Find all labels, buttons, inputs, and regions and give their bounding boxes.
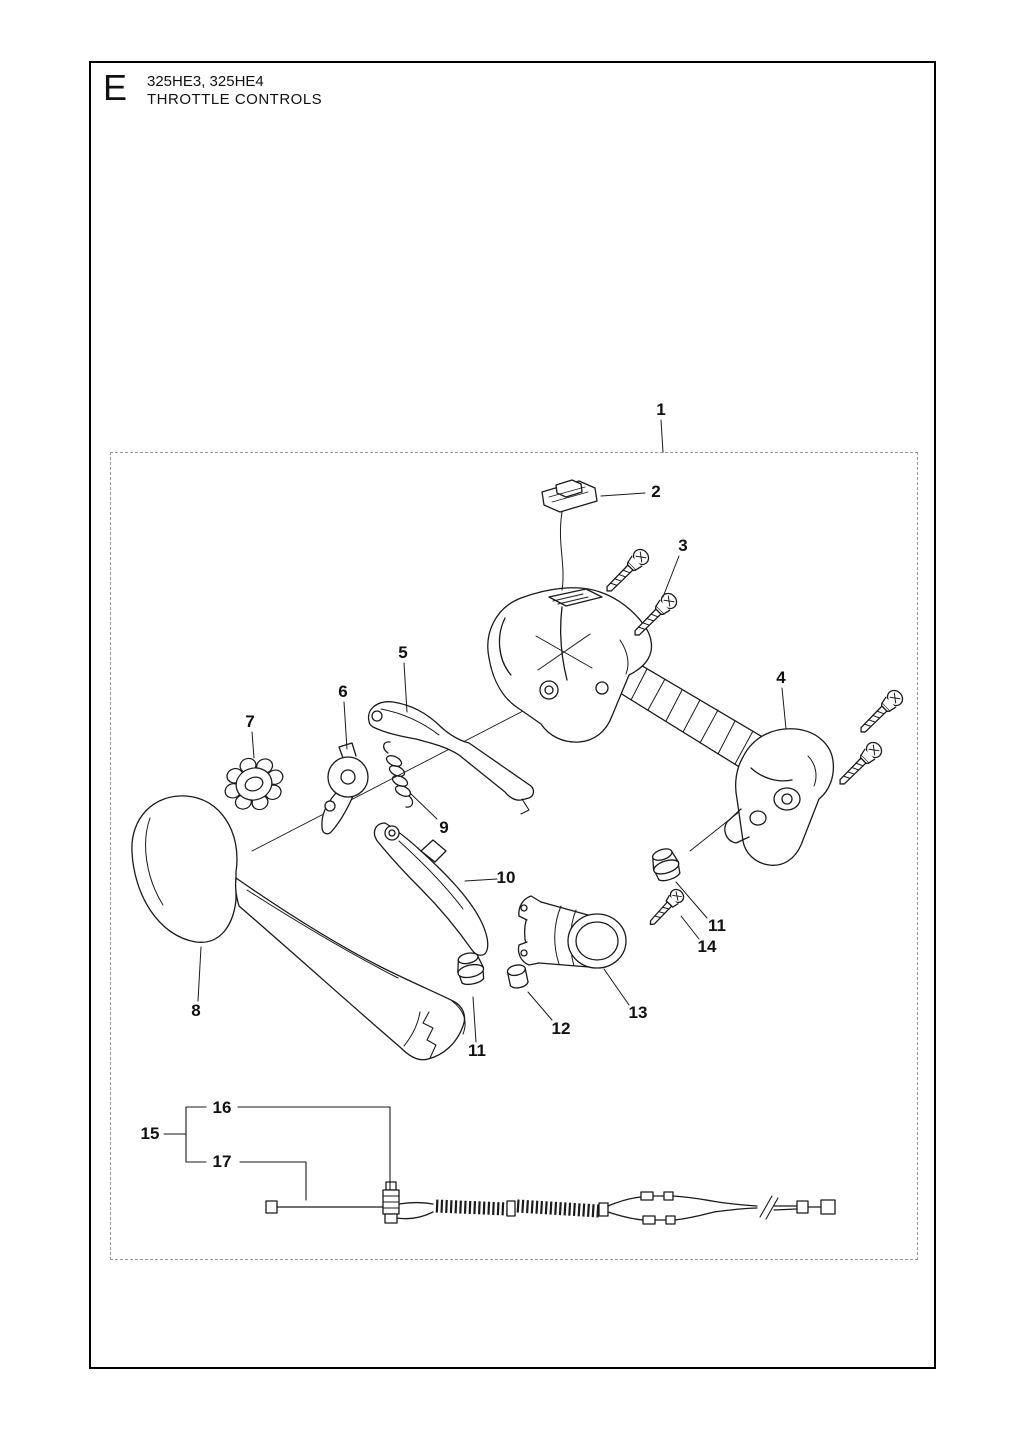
model-numbers: 325HE3, 325HE4 — [147, 73, 264, 90]
callout-7: 7 — [245, 712, 255, 731]
callout-bracket-lines — [163, 1106, 391, 1201]
callout-16: 16 — [212, 1098, 232, 1117]
callout-6: 6 — [338, 682, 348, 701]
part-throttle-cable — [265, 1181, 836, 1225]
callout-5: 5 — [398, 643, 408, 662]
part-stop-switch — [541, 479, 598, 591]
callout-13: 13 — [628, 1003, 648, 1022]
callout-15: 15 — [140, 1124, 160, 1143]
part-spring — [383, 741, 414, 808]
callout-3: 3 — [678, 536, 688, 555]
part-cap-upper — [652, 848, 681, 882]
callout-12: 12 — [551, 1019, 571, 1038]
part-throttle-trigger — [373, 822, 489, 956]
callout-14: 14 — [697, 937, 717, 956]
callout-4: 4 — [776, 668, 786, 687]
part-upper-housing — [487, 587, 653, 743]
callout-17: 17 — [212, 1152, 232, 1171]
callout-11: 11 — [708, 916, 726, 935]
page-title: THROTTLE CONTROLS — [147, 91, 323, 108]
page-border-frame — [89, 61, 936, 1369]
callout-8: 8 — [191, 1001, 201, 1020]
callout-leader-lines — [197, 419, 787, 1043]
part-star-knob — [224, 757, 284, 811]
part-handle-grip — [131, 795, 466, 1061]
part-cap-lower — [457, 952, 485, 985]
callout-2: 2 — [651, 482, 661, 501]
part-trigger-pivot — [321, 742, 369, 835]
callout-1: 1 — [656, 400, 666, 419]
diagram-boundary — [110, 452, 918, 1260]
section-letter: E — [103, 67, 128, 108]
part-cable-clamp — [517, 895, 627, 969]
callout-10: 10 — [496, 868, 516, 887]
part-lower-housing — [724, 728, 835, 866]
part-bushing — [506, 964, 529, 989]
callout-11: 11 — [468, 1041, 486, 1060]
part-throttle-lockout — [367, 701, 535, 815]
callout-9: 9 — [439, 818, 449, 837]
